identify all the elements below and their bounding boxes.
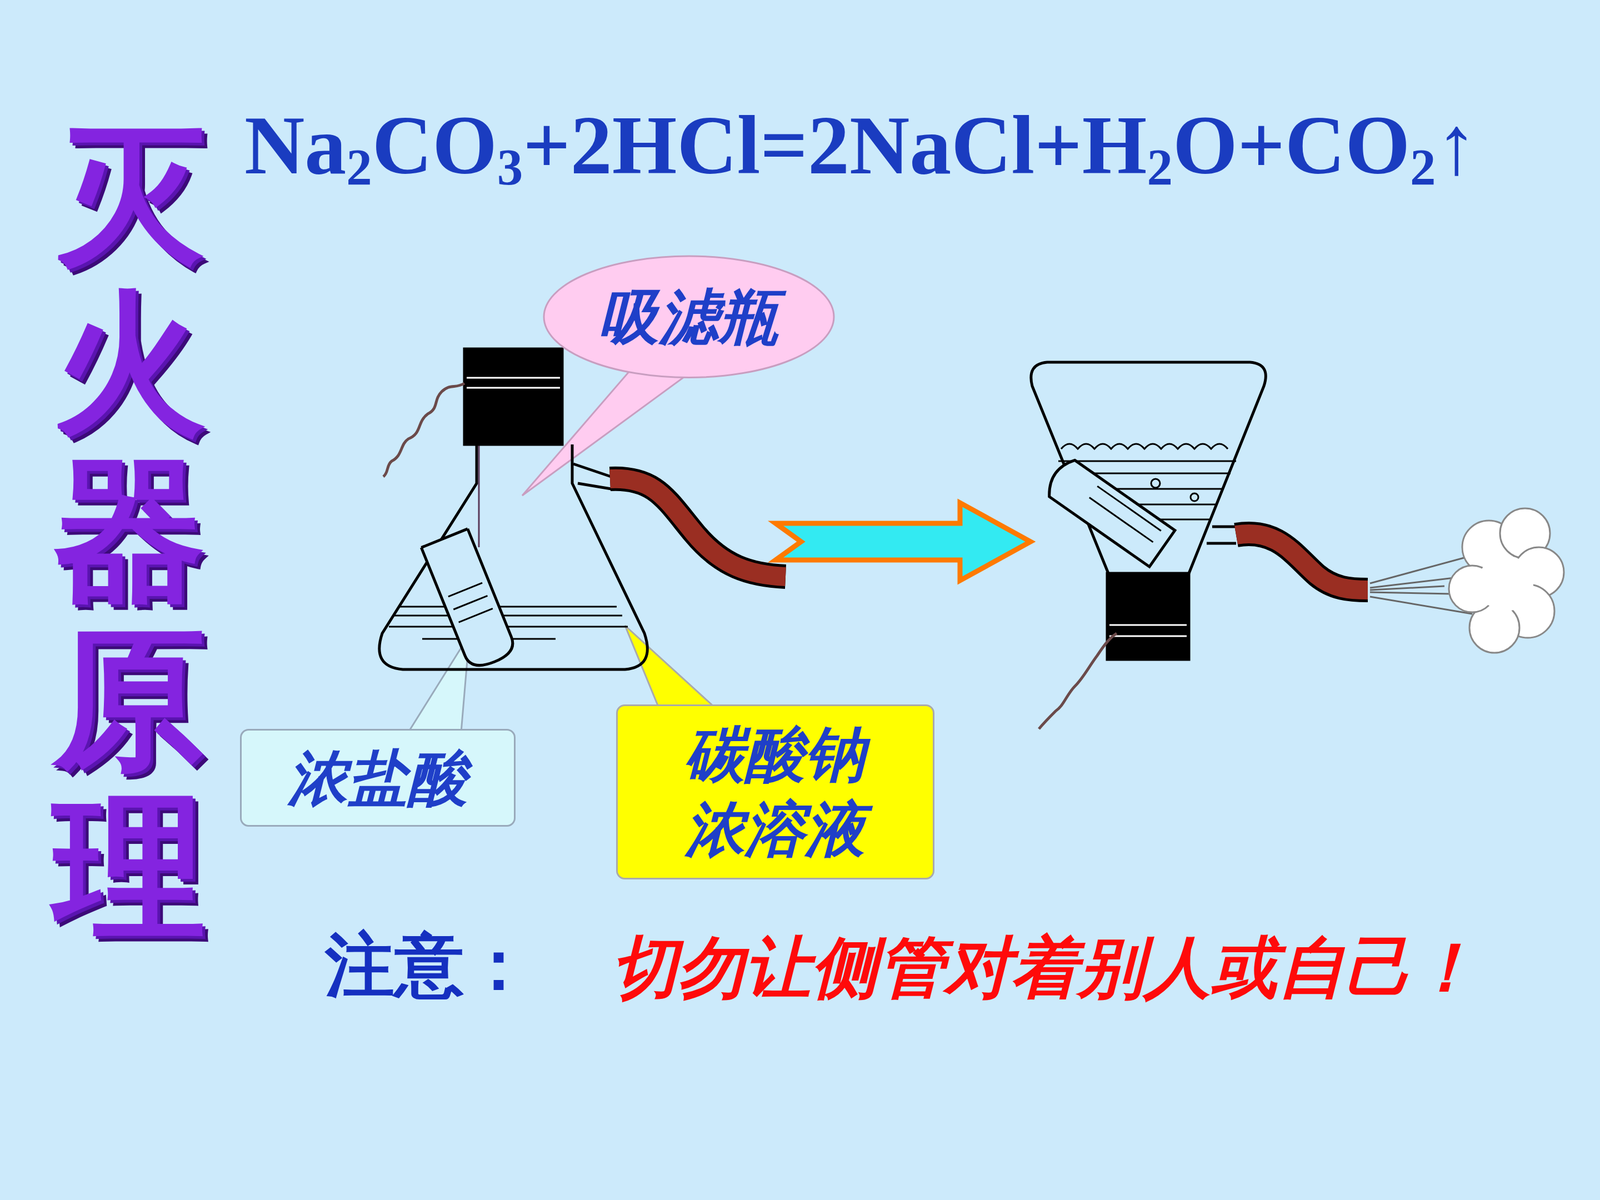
callout-text: 浓盐酸 [287,740,468,816]
box-outline [241,730,515,827]
box-outline [616,705,934,879]
chemical-equation: Na2CO3+2HCl=2NaCl+H2O+CO2↑ [244,97,1478,197]
callout-tail [408,634,470,733]
transition-arrow [775,502,1031,581]
callout-box: 碳酸钠 浓溶液 [616,704,935,880]
note-heading: 注意： [325,919,534,1013]
warning-note: 切勿让侧管对着别人或自己！ [611,923,1478,1014]
callout-box: 浓盐酸 [240,728,516,827]
callout-text: 吸滤瓶 [598,279,779,355]
callout-bubble: 吸滤瓶 [542,255,835,379]
slide-title: 灭火器原理 [52,111,206,952]
callout-text: 碳酸钠 浓溶液 [676,716,874,867]
inverted-flask [1031,362,1564,729]
bubble-outline [543,256,834,378]
suction-flask [379,348,786,672]
